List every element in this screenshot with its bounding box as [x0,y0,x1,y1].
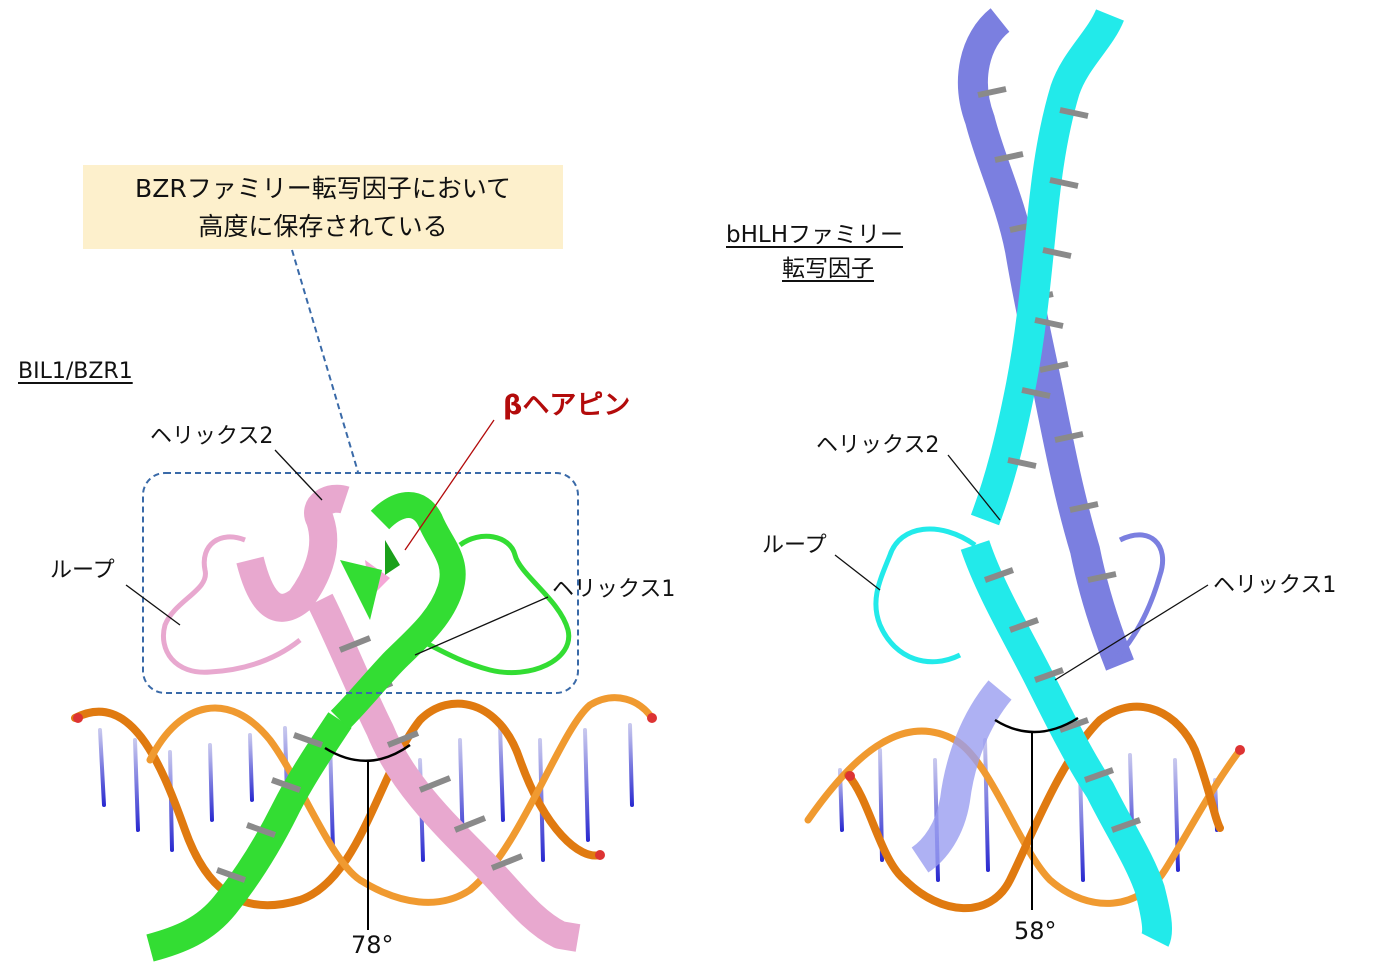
left-helix2-label: ヘリックス2 [150,424,274,449]
left-protein-pink [161,484,581,952]
right-slate-helix-2 [911,680,1012,873]
right-protein-cyan [873,8,1173,947]
callout-line-2: 高度に保存されている [198,212,448,241]
right-loop-label: ループ [762,533,827,558]
callout-leader [291,249,359,473]
left-leaders [125,419,549,656]
right-dna [804,702,1245,913]
left-conserved-region-box [142,472,579,694]
left-loop-label: ループ [50,558,115,583]
right-title-line-2: 転写因子 [782,256,874,282]
right-cyan-helix-1 [960,540,1173,947]
left-pink-helix-1 [307,593,581,952]
right-leaders [834,454,1209,681]
left-green-helix-1 [146,712,352,962]
left-green-helix-2 [330,492,466,730]
left-beta-hairpin-label: βヘアピン [503,390,631,421]
right-dna-bases [838,738,1219,882]
right-dna-strand-a [804,727,1244,907]
conserved-callout: BZRファミリー転写因子において 高度に保存されている [83,165,563,249]
left-dna [71,694,657,910]
right-helix2-label: ヘリックス2 [816,433,940,458]
left-dna-strand-b [146,694,656,906]
left-dna-bases [98,723,634,862]
right-title-line-1: bHLHファミリー [726,222,904,248]
left-pink-helix-2 [236,484,350,622]
right-cyan-helix-2 [970,8,1124,526]
left-pink-loop [161,534,302,675]
left-dna-strand-a [71,699,604,910]
left-angle-label: 78° [351,931,394,959]
left-angle-marker [324,743,411,930]
left-green-loop [418,533,572,676]
right-dna-strand-b [844,702,1224,913]
callout-line-1: BZRファミリー転写因子において [135,174,511,203]
right-angle-label: 58° [1014,917,1057,945]
left-helix1-label: ヘリックス1 [552,577,676,602]
left-protein-green [146,492,572,962]
right-cyan-loop [873,526,977,665]
right-helix1-label: ヘリックス1 [1213,573,1337,598]
right-slate-loop [1108,532,1166,667]
left-title: BIL1/BZR1 [18,359,133,384]
right-angle-marker [994,716,1079,910]
